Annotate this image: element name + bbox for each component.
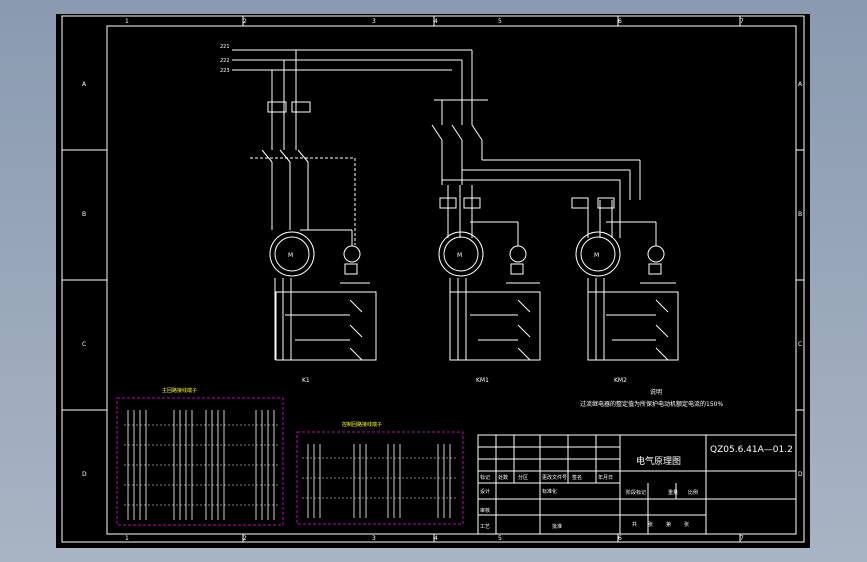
left-zone-letter: D [82, 471, 87, 478]
bus-label: 222 [220, 58, 230, 64]
legend-1-title: 主回路接线端子 [162, 387, 197, 394]
top-zone-number: 7 [740, 18, 744, 25]
note-title: 说明 [650, 388, 662, 396]
drawing-number: QZ05.6.41A—01.2 [710, 445, 793, 455]
motor-3-circle [575, 231, 621, 277]
tb-label: 设计 [480, 488, 490, 495]
right-zone-letter: A [798, 81, 803, 88]
top-zone-number: 1 [125, 18, 129, 25]
motor-2-circle [438, 231, 484, 277]
motor-2-label: M [457, 252, 462, 259]
motor-2-caption: KM1 [476, 377, 489, 384]
tb-label: 审核 [480, 507, 490, 514]
note-text: 过流继电器的整定值为所保护电动机额定电流的150% [580, 400, 723, 408]
tb-label: 张 [684, 521, 689, 528]
title-block [477, 434, 797, 535]
motor-1-circle [269, 231, 315, 277]
drawing-canvas[interactable]: 1 2 3 4 5 6 7 1 2 3 4 5 6 7 A B C D A B [56, 14, 810, 548]
tb-label: 工艺 [480, 524, 490, 530]
motor-1-label: M [288, 252, 293, 259]
circuit-2 [431, 50, 640, 361]
left-zone-letter: A [82, 81, 87, 88]
circuit-3 [571, 160, 679, 361]
right-zone-letter: B [798, 211, 802, 218]
drawing-title: 电气原理图 [636, 455, 681, 467]
top-zone-number: 2 [243, 18, 247, 25]
tb-label: 阶段标记 [626, 489, 646, 496]
top-zone-number: 3 [372, 18, 376, 25]
tb-row-label: 处数 [498, 474, 508, 481]
top-zone-number: 4 [434, 18, 438, 25]
tb-label: 批准 [552, 523, 562, 530]
bottom-zone-number: 5 [498, 535, 502, 542]
right-zone-letter: C [798, 341, 802, 348]
left-zone-letter: B [82, 211, 86, 218]
tb-row-label: 标记 [480, 474, 490, 481]
bottom-zone-number: 4 [434, 535, 438, 542]
terminal-legend-2: 控制回路接线端子 [296, 421, 464, 525]
bottom-zone-number: 1 [125, 535, 129, 542]
circuit-1 [250, 50, 377, 361]
bus-label: 221 [220, 44, 230, 50]
top-zone-number: 5 [498, 18, 502, 25]
top-zone-number: 6 [618, 18, 622, 25]
tb-row-label: 签名 [572, 474, 582, 481]
tb-row-label: 年月日 [598, 474, 613, 481]
tb-label: 重量 [668, 489, 678, 496]
tb-label: 标准化 [542, 488, 557, 495]
bottom-zone-number: 6 [618, 535, 622, 542]
bus-label: 223 [220, 68, 230, 74]
motor-3-label: M [594, 252, 599, 259]
tb-label: 第 [666, 521, 671, 528]
motor-1-caption: K1 [302, 377, 310, 384]
power-bus [232, 49, 472, 71]
tb-label: 比例 [688, 489, 698, 496]
tb-row-label: 分区 [518, 474, 528, 481]
zone-ticks [62, 16, 804, 542]
bottom-zone-number: 3 [372, 535, 376, 542]
outer-frame [61, 15, 805, 543]
left-zone-letter: C [82, 341, 86, 348]
motor-3-caption: KM2 [614, 377, 627, 384]
schematic-svg: 1 2 3 4 5 6 7 1 2 3 4 5 6 7 A B C D A B [61, 15, 805, 543]
right-zone-letter: D [798, 471, 803, 478]
tb-label: 张 [648, 521, 653, 528]
legend-2-title: 控制回路接线端子 [342, 421, 382, 428]
tb-row-label: 更改文件号 [542, 474, 567, 481]
bottom-zone-number: 7 [740, 535, 744, 542]
tb-label: 共 [632, 521, 637, 528]
bottom-zone-number: 2 [243, 535, 247, 542]
terminal-legend-1: 主回路接线端子 [116, 387, 284, 526]
